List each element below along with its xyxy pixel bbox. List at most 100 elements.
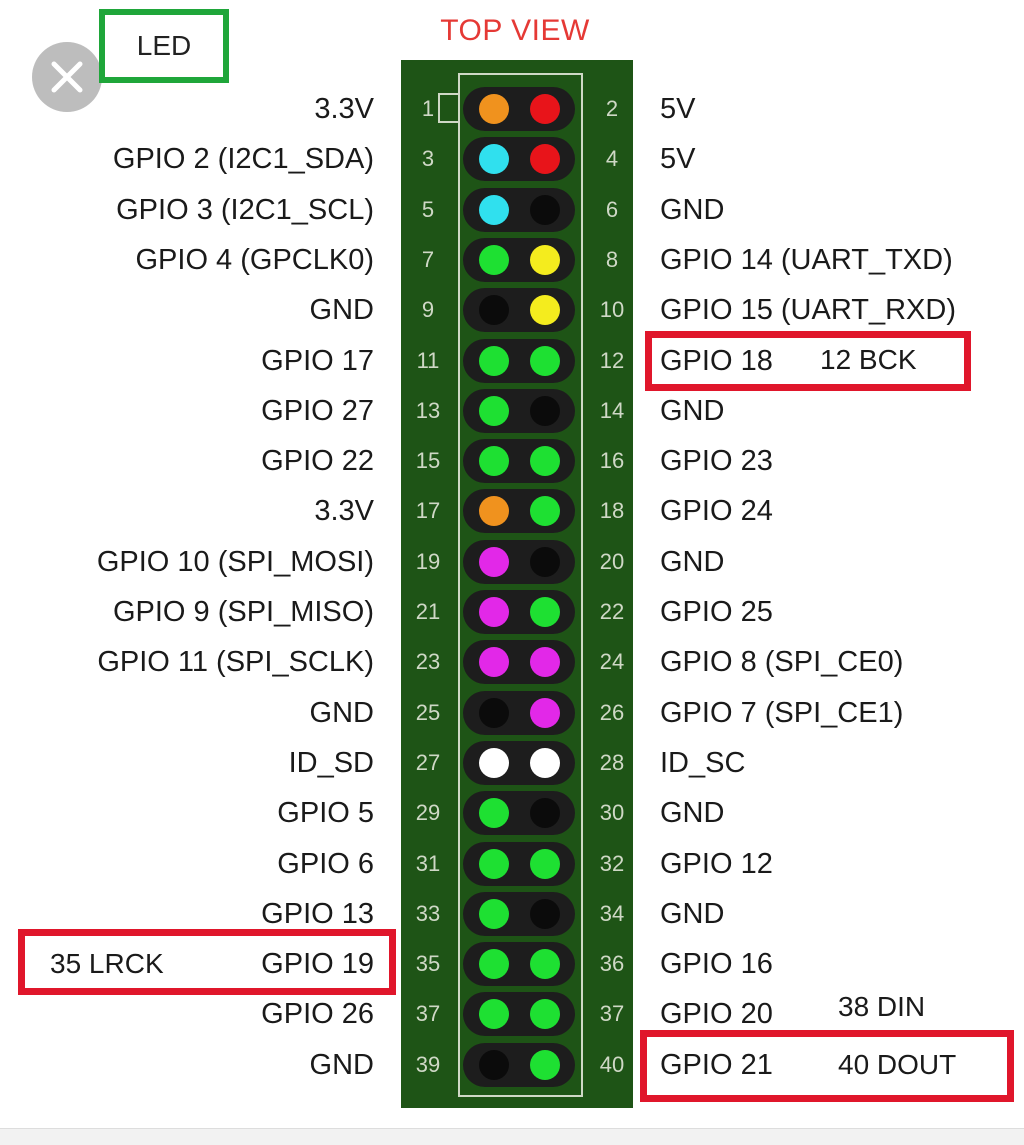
diagram-title: TOP VIEW (440, 14, 590, 47)
pin-number-left: 1 (421, 96, 435, 121)
pin-number-left: 25 (415, 699, 441, 725)
pin-label-right: GND (660, 545, 725, 578)
pin-pair (463, 891, 575, 936)
pin-dot-odd (479, 848, 509, 879)
close-button[interactable] (32, 42, 102, 112)
pin-dot-even (530, 446, 560, 477)
pin-label-right: GPIO 21 (660, 1048, 773, 1081)
pin-number-left: 35 (415, 951, 441, 977)
pin-number-right: 40 (599, 1051, 625, 1077)
pin-number-left: 17 (415, 498, 441, 524)
pin-dot-even (530, 496, 560, 527)
pin-number-left: 9 (421, 297, 435, 323)
pin-label-left: GPIO 19 (261, 948, 374, 981)
pin-pair (463, 690, 575, 735)
pin-label-left: GND (309, 696, 374, 729)
pin-dot-odd (479, 949, 509, 980)
pin-number-right: 18 (599, 498, 625, 524)
pin-number-left: 31 (415, 850, 441, 876)
pin-dot-even (530, 244, 560, 275)
pin-label-left: GPIO 13 (261, 897, 374, 930)
pin-label-right: GPIO 24 (660, 495, 773, 528)
pin-pair (463, 439, 575, 484)
pin-pair (463, 791, 575, 836)
pin-dot-odd (479, 194, 509, 225)
pin-dot-even (530, 949, 560, 980)
pin-dot-odd (479, 546, 509, 577)
pin-pair (463, 137, 575, 182)
pin-label-left: GPIO 26 (261, 998, 374, 1031)
pin-number-right: 20 (599, 548, 625, 574)
pin-dot-odd (479, 647, 509, 678)
pin-label-left: GND (309, 1048, 374, 1081)
pin-pair (463, 187, 575, 232)
pin-dot-even (530, 798, 560, 829)
pin-dot-odd (479, 597, 509, 627)
pin-pair (463, 640, 575, 685)
pin-dot-odd (479, 898, 509, 929)
pin-label-right: GPIO 20 (660, 998, 773, 1031)
pin-number-right: 36 (599, 951, 625, 977)
pin-label-right: GPIO 16 (660, 948, 773, 981)
pin-pair (463, 489, 575, 534)
pin-dot-even (530, 597, 560, 627)
pin-dot-odd (479, 1049, 509, 1080)
pin-number-right: 22 (599, 599, 625, 624)
pin-label-left: GPIO 6 (277, 847, 374, 880)
annotation-din: 38 DIN (838, 991, 926, 1022)
highlight-box-dout (640, 1030, 1014, 1102)
pin-label-left: GPIO 2 (I2C1_SDA) (112, 143, 374, 176)
pin-label-right: ID_SC (660, 746, 746, 779)
pin-label-right: GND (660, 897, 725, 930)
gpio-socket-outline (458, 73, 583, 1097)
pin-number-left: 7 (421, 246, 435, 272)
highlight-box-bck (645, 331, 971, 391)
highlight-box-lrck (18, 929, 396, 995)
pin-dot-even (530, 194, 560, 225)
pin-dot-even (530, 848, 560, 879)
bottom-divider (0, 1128, 1024, 1145)
pin-number-left: 13 (415, 397, 441, 423)
pin-label-right: GPIO 14 (UART_TXD) (660, 243, 953, 276)
pin-dot-odd (479, 999, 509, 1030)
pin-dot-even (530, 647, 560, 678)
pin-number-right: 6 (605, 196, 619, 222)
pin-dot-even (530, 144, 560, 175)
pin-dot-odd (479, 395, 509, 426)
pin-label-right: 5V (660, 93, 696, 125)
pin-dot-even (530, 345, 560, 376)
pin-number-left: 11 (416, 347, 440, 373)
pin-label-right: GND (660, 394, 725, 427)
pin-dot-odd (479, 747, 509, 778)
pin-label-right: GND (660, 797, 725, 830)
annotation-dout: 40 DOUT (838, 1049, 957, 1080)
pin-label-right: GPIO 23 (660, 445, 773, 478)
pin-label-left: 3.3V (314, 93, 374, 125)
pin-number-right: 32 (599, 850, 625, 876)
pin-label-right: 5V (660, 143, 696, 176)
pin-number-right: 34 (599, 900, 625, 926)
pin-label-left: GPIO 22 (261, 445, 374, 478)
pin-dot-even (530, 395, 560, 426)
pin-pair (463, 841, 575, 886)
pin-pair (463, 237, 575, 282)
pin-label-right: GPIO 25 (660, 596, 773, 628)
pin-dot-even (530, 747, 560, 778)
pin-pair (463, 992, 575, 1037)
pin-dot-odd (479, 144, 509, 175)
pin-label-left: GPIO 4 (GPCLK0) (135, 243, 374, 276)
pin-label-left: GPIO 3 (I2C1_SCL) (116, 193, 374, 226)
pin-number-right: 26 (599, 699, 625, 725)
pin-number-right: 24 (599, 649, 625, 675)
pin-dot-odd (479, 697, 509, 728)
